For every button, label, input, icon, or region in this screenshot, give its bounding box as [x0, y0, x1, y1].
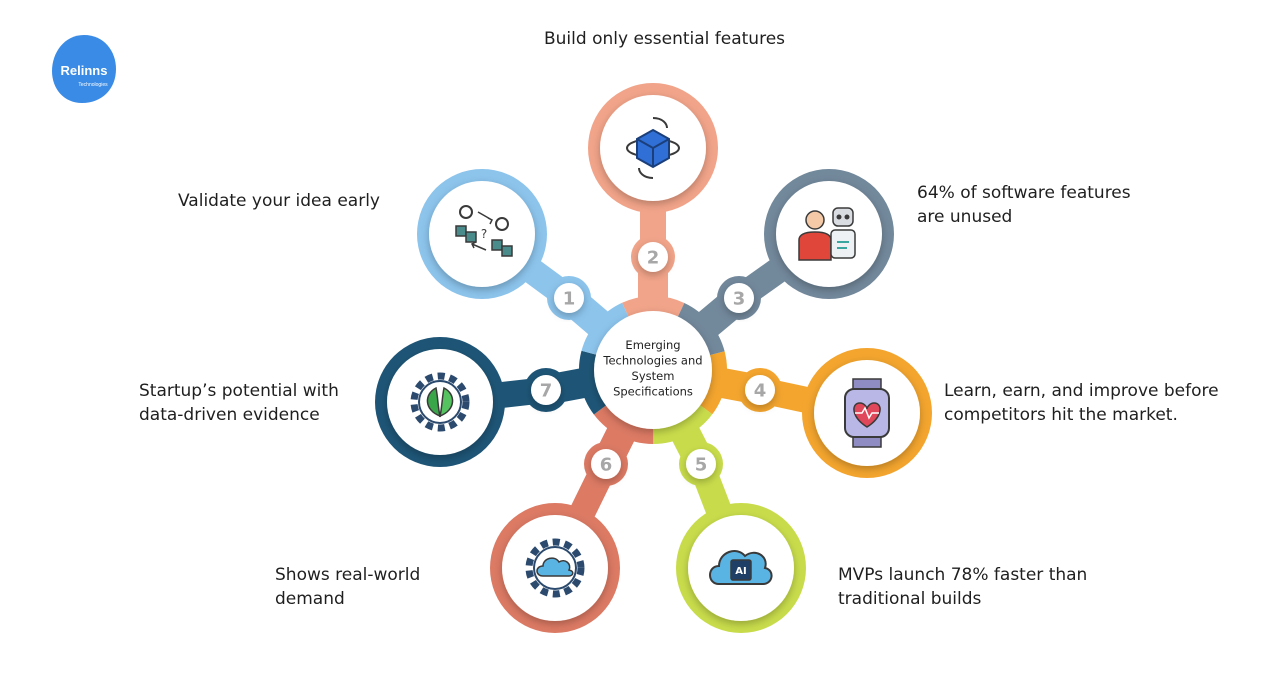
- label-5: MVPs launch 78% faster than traditional …: [838, 563, 1087, 611]
- label-2: Build only essential features: [544, 27, 785, 51]
- center-title-line-2: Technologies and: [602, 354, 702, 368]
- ai-cloud-chip-icon: AI: [709, 550, 773, 585]
- center-title-line-4: Specifications: [613, 385, 693, 399]
- rotating-cube-icon: [626, 117, 680, 179]
- feature-node-3: 3: [717, 169, 894, 320]
- badge-disc-4: [745, 375, 775, 405]
- feature-disc-3: [776, 181, 882, 287]
- feature-disc-1: [429, 181, 535, 287]
- label-1-line-1: Validate your idea early: [178, 191, 380, 211]
- badge-disc-3: [724, 283, 754, 313]
- label-5-line-2: traditional builds: [838, 589, 982, 609]
- cloud-gear-icon: [525, 538, 585, 598]
- feature-node-1: 1?: [417, 169, 591, 320]
- label-3-line-2: are unused: [917, 207, 1013, 227]
- smartwatch-heart-icon: [844, 378, 890, 448]
- badge-disc-2: [638, 242, 668, 272]
- badge-number-1: 1: [563, 289, 576, 310]
- person-robot-icon: [798, 207, 856, 261]
- badge-number-6: 6: [600, 455, 613, 476]
- center-title-line-3: System: [632, 369, 675, 383]
- label-4-line-2: competitors hit the market.: [944, 405, 1178, 425]
- label-7-line-2: data-driven evidence: [139, 405, 320, 425]
- label-6-line-1: Shows real-world: [275, 565, 421, 585]
- feature-node-7: 7: [375, 337, 568, 467]
- label-3-line-1: 64% of software features: [917, 183, 1131, 203]
- feature-node-6: 6: [490, 442, 628, 633]
- label-7-line-1: Startup’s potential with: [139, 381, 339, 401]
- badge-disc-5: [686, 449, 716, 479]
- badge-number-7: 7: [540, 381, 553, 402]
- badge-disc-7: [531, 375, 561, 405]
- label-4: Learn, earn, and improve before competit…: [944, 379, 1219, 427]
- svg-text:AI: AI: [735, 566, 746, 577]
- label-1: Validate your idea early: [178, 189, 380, 213]
- badge-number-5: 5: [695, 455, 708, 476]
- badge-number-4: 4: [754, 381, 767, 402]
- leaf-gear-icon: [410, 372, 470, 432]
- label-5-line-1: MVPs launch 78% faster than: [838, 565, 1088, 585]
- label-2-line-1: Build only essential features: [544, 29, 786, 49]
- label-4-line-1: Learn, earn, and improve before: [944, 381, 1219, 401]
- relinns-logo: Relinns Technologies: [50, 33, 118, 105]
- label-3: 64% of software features are unused: [917, 181, 1131, 229]
- feature-node-2: 2: [588, 83, 718, 279]
- label-7: Startup’s potential with data-driven evi…: [139, 379, 339, 427]
- badge-disc-6: [591, 449, 621, 479]
- svg-text:?: ?: [481, 227, 487, 241]
- feature-node-4: 4: [738, 348, 932, 478]
- badge-number-3: 3: [733, 289, 746, 310]
- badge-disc-1: [554, 283, 584, 313]
- badge-number-2: 2: [647, 248, 660, 269]
- logo-brand: Relinns: [61, 63, 108, 78]
- label-6-line-2: demand: [275, 589, 345, 609]
- label-6: Shows real-world demand: [275, 563, 420, 611]
- hub-center-disc: [594, 311, 712, 429]
- logo-tagline: Technologies: [78, 82, 108, 88]
- center-title-line-1: Emerging: [625, 338, 680, 352]
- feature-node-5: 5AI: [676, 442, 806, 633]
- center-hub: [578, 296, 728, 445]
- workflow-icon: ?: [455, 205, 513, 257]
